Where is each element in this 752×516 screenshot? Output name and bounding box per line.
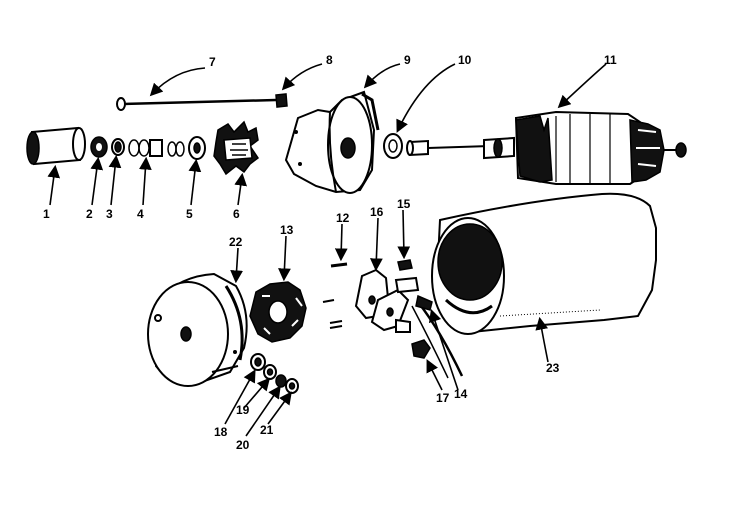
part-5-collar (188, 136, 206, 160)
part-23-field-frame (431, 192, 657, 335)
part-20-lockwasher (275, 374, 287, 388)
callout-20: 20 (236, 438, 250, 452)
callout-9: 9 (404, 53, 411, 67)
callout-4: 4 (137, 207, 144, 221)
part-6-pinion-gear (213, 120, 260, 176)
part-11-armature (406, 110, 687, 185)
part-15-screw (397, 259, 413, 271)
part-10-washer (383, 133, 403, 159)
callout-13: 13 (280, 223, 294, 237)
callout-6: 6 (233, 207, 240, 221)
callout-5: 5 (186, 207, 193, 221)
callout-21: 21 (260, 423, 274, 437)
part-2-nut (90, 136, 108, 158)
callout-8: 8 (326, 53, 333, 67)
part-12-pin (322, 262, 348, 329)
callout-17: 17 (436, 391, 450, 405)
callout-labels: 1 2 3 4 5 6 7 8 9 10 11 12 13 14 15 16 1… (43, 53, 617, 452)
callout-19: 19 (236, 403, 250, 417)
part-9-drive-housing (284, 90, 380, 194)
callout-23: 23 (546, 361, 560, 375)
callout-10: 10 (458, 53, 472, 67)
leader-lines (47, 63, 607, 437)
callout-11: 11 (604, 53, 617, 67)
part-4-spring (128, 139, 185, 157)
callout-16: 16 (370, 205, 384, 219)
callout-14: 14 (454, 387, 468, 401)
part-19-washer (263, 364, 277, 380)
part-22-end-head (147, 272, 248, 387)
callout-1: 1 (43, 207, 50, 221)
part-8-screw (275, 93, 288, 108)
callout-3: 3 (106, 207, 113, 221)
callout-2: 2 (86, 207, 93, 221)
part-18-insulator (250, 353, 266, 371)
callout-15: 15 (397, 197, 411, 211)
callout-7: 7 (209, 55, 216, 69)
part-3-washer (111, 138, 125, 156)
callout-18: 18 (214, 425, 228, 439)
part-17-grommet (411, 339, 431, 359)
part-21-nut (285, 378, 299, 394)
part-13-brush-holder (249, 281, 307, 343)
part-1-cap (26, 126, 86, 166)
callout-12: 12 (336, 211, 350, 225)
part-7-through-bolt (116, 97, 277, 111)
callout-22: 22 (229, 235, 243, 249)
